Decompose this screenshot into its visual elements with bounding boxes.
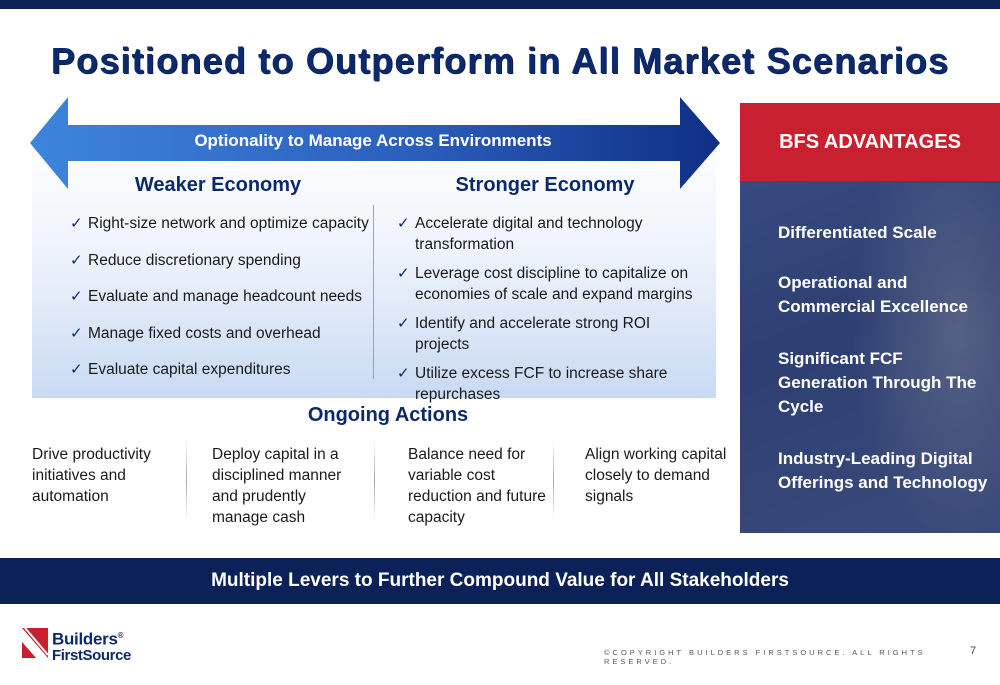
checkmark-icon: ✓ <box>397 315 410 332</box>
list-item-text: Identify and accelerate strong ROI proje… <box>415 315 651 353</box>
list-item: ✓ Utilize excess FCF to increase share re… <box>397 363 707 405</box>
list-item: ✓ Identify and accelerate strong ROI proj… <box>397 313 707 355</box>
list-item: ✓ Accelerate digital and technology trans… <box>397 213 707 255</box>
checkmark-icon: ✓ <box>70 251 83 269</box>
ongoing-actions-heading: Ongoing Actions <box>307 404 469 426</box>
ongoing-action: Align working capital closely to demand … <box>585 446 727 505</box>
checkmark-icon: ✓ <box>397 265 410 282</box>
copyright-notice: ©COPYRIGHT BUILDERS FIRSTSOURCE. ALL RIG… <box>604 648 926 666</box>
double-headed-arrow-icon <box>30 97 720 189</box>
advantage-item: Industry-Leading Digital Offerings and T… <box>778 449 988 492</box>
checkmark-icon: ✓ <box>70 324 83 342</box>
action-divider <box>553 440 554 520</box>
logo-line-2: FirstSource <box>52 646 131 664</box>
background-photo-overlay <box>850 183 1000 533</box>
advantages-header: BFS ADVANTAGES <box>740 103 1000 181</box>
list-item-text: Evaluate capital expenditures <box>88 361 291 378</box>
list-item: ✓ Manage fixed costs and overhead <box>70 323 370 344</box>
list-item: ✓ Leverage cost discipline to capitalize … <box>397 263 707 305</box>
column-divider <box>373 205 374 379</box>
checkmark-icon: ✓ <box>70 361 83 378</box>
company-logo-text: Builders® FirstSource <box>52 628 131 664</box>
list-item-text: Manage fixed costs and overhead <box>88 324 321 342</box>
arrow-label: Optionality to Manage Across Environment… <box>194 131 552 150</box>
advantage-item: Significant FCF Generation Through The C… <box>778 349 977 416</box>
ongoing-action: Balance need for variable cost reduction… <box>408 446 546 526</box>
list-item: ✓ Evaluate capital expenditures <box>70 359 370 380</box>
scenarios-panel <box>32 130 716 398</box>
ongoing-action: Drive productivity initiatives and autom… <box>32 446 151 505</box>
action-divider <box>374 440 375 520</box>
list-item: ✓ Right-size network and optimize capacit… <box>70 213 370 234</box>
logo-line-1: Builders® <box>52 629 124 649</box>
list-item-text: Accelerate digital and technology transf… <box>415 215 643 253</box>
weaker-economy-list: ✓ Right-size network and optimize capacit… <box>70 213 370 396</box>
advantage-item: Operational and Commercial Excellence <box>778 273 968 316</box>
list-item-text: Evaluate and manage headcount needs <box>88 288 363 305</box>
checkmark-icon: ✓ <box>397 365 410 382</box>
stakeholders-banner: Multiple Levers to Further Compound Valu… <box>0 558 1000 604</box>
ongoing-action: Deploy capital in a disciplined manner a… <box>212 446 342 526</box>
page-number: 7 <box>970 645 977 657</box>
top-accent-bar <box>0 0 1000 9</box>
builders-firstsource-logo-icon <box>22 628 49 658</box>
checkmark-icon: ✓ <box>397 215 410 232</box>
list-item-text: Leverage cost discipline to capitalize o… <box>415 265 693 303</box>
checkmark-icon: ✓ <box>70 288 83 305</box>
slide-title: Positioned to Outperform in All Market S… <box>50 40 950 81</box>
checkmark-icon: ✓ <box>70 215 83 232</box>
list-item: ✓ Reduce discretionary spending <box>70 250 370 271</box>
bfs-advantages-panel: BFS ADVANTAGES Differentiated Scale Oper… <box>740 103 1000 533</box>
weaker-economy-heading: Weaker Economy <box>134 174 302 196</box>
list-item: ✓ Evaluate and manage headcount needs <box>70 286 370 307</box>
stronger-economy-heading: Stronger Economy <box>455 174 635 196</box>
stronger-economy-list: ✓ Accelerate digital and technology trans… <box>397 213 707 413</box>
list-item-text: Right-size network and optimize capacity <box>88 215 369 232</box>
advantage-item: Differentiated Scale <box>778 223 937 242</box>
action-divider <box>186 440 187 520</box>
list-item-text: Reduce discretionary spending <box>88 251 301 269</box>
list-item-text: Utilize excess FCF to increase share rep… <box>415 365 668 403</box>
